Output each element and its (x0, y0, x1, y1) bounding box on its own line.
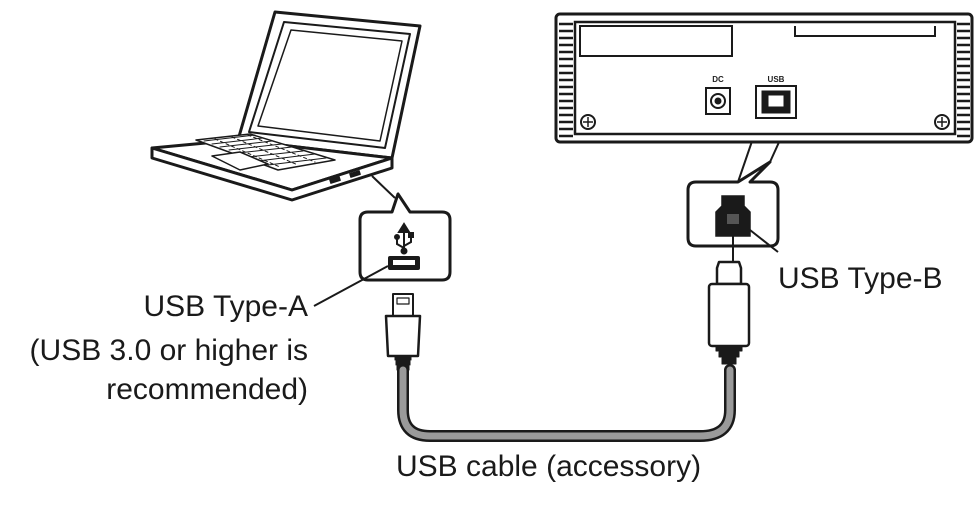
usb-type-a-label: USB Type-A (143, 290, 308, 323)
screw-left-icon (580, 114, 596, 130)
laptop-icon (150, 10, 422, 202)
drive-enclosure-icon (554, 12, 974, 144)
screw-right-icon (934, 114, 950, 130)
usb-a-plug-icon (384, 293, 422, 371)
usb-cable (397, 364, 736, 442)
usb-type-b-label: USB Type-B (778, 262, 943, 295)
dc-jack-icon (705, 87, 731, 115)
usb-b-plug-icon (707, 260, 751, 365)
usb-b-port-callout (686, 160, 780, 262)
usb-a-port-callout (358, 175, 452, 282)
usb-type-a-note-line2: recommended) (106, 373, 308, 406)
dc-port-label: DC (712, 75, 724, 84)
usb-cable-label: USB cable (accessory) (396, 450, 702, 483)
usb-type-a-note-line1: (USB 3.0 or higher is (29, 334, 308, 367)
usb-b-port-icon (755, 85, 797, 119)
usb-trident-icon (394, 222, 414, 255)
usb-port-label: USB (768, 75, 785, 84)
